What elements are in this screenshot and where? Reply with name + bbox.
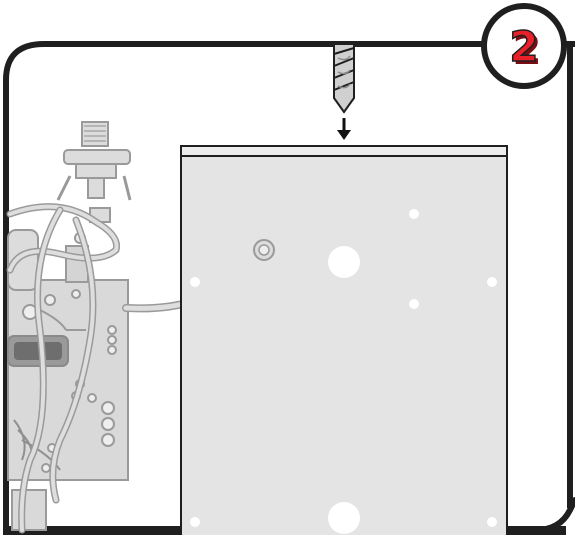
circuit-board-assembly bbox=[7, 229, 129, 531]
step-number-shadow: 2 bbox=[512, 25, 541, 74]
step-number-badge: 2 2 bbox=[481, 3, 567, 89]
down-arrow-icon bbox=[337, 118, 351, 140]
panel-hole-large-top bbox=[328, 246, 360, 278]
drill-bit-icon bbox=[333, 43, 355, 114]
step-number-label: 2 bbox=[509, 22, 538, 71]
panel-hole-large-bottom bbox=[328, 502, 360, 534]
enclosure-panel bbox=[180, 145, 508, 535]
